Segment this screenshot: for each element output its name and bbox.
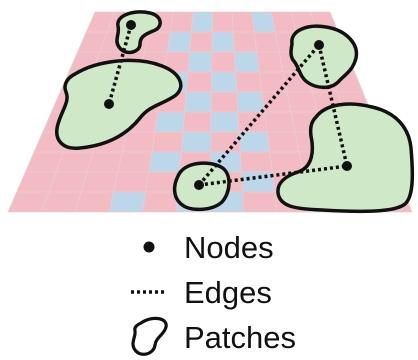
grid-cell [144, 31, 171, 53]
grid-cell [190, 11, 213, 33]
grid-cell [211, 51, 237, 73]
edge-center-to-right [198, 164, 348, 187]
grid-cell [242, 191, 278, 213]
grid-cell [121, 131, 156, 153]
node-right [342, 161, 352, 171]
grid-cell [142, 191, 179, 213]
grid-cell [80, 171, 119, 193]
grid-cell [169, 11, 194, 33]
node-left [104, 99, 114, 109]
edge-center-to-top-right [197, 43, 321, 187]
legend-item-patches: Patches [131, 316, 296, 356]
legend-item-nodes: Nodes [143, 230, 274, 265]
legend-patch-symbol [131, 316, 168, 356]
grid-cell [189, 31, 213, 53]
legend-node-symbol [143, 241, 155, 253]
edge-top-left-to-left [107, 24, 133, 105]
grid-cell [210, 91, 239, 113]
grid-cell [148, 151, 182, 173]
patch-top-right [289, 24, 359, 90]
grid-cell [261, 91, 292, 113]
grid-cell [269, 151, 304, 173]
grid-cell [256, 51, 284, 73]
grid-cell [151, 131, 184, 153]
grid-cell [237, 111, 268, 133]
grid-cell [211, 31, 235, 53]
grid-cell [74, 191, 114, 213]
grid-cell [264, 111, 296, 133]
node-center [194, 180, 204, 190]
grid-cell [154, 111, 186, 133]
grid-cell [185, 71, 213, 93]
grid-cell [117, 151, 153, 173]
grid-cell [235, 71, 263, 93]
node-top-left [126, 20, 136, 30]
legend-edges-label: Edges [184, 275, 272, 310]
grid-cell [266, 131, 300, 153]
grid-cell [113, 171, 150, 193]
grid-cell [231, 11, 255, 33]
grid-cell [210, 111, 240, 133]
edge-top-right-to-right [317, 44, 349, 167]
grid-cell [108, 191, 147, 213]
edges [107, 24, 349, 187]
grid-cell [166, 31, 192, 53]
grid-cell [187, 51, 213, 73]
node-top-right [314, 40, 324, 50]
grid-cell [180, 131, 212, 153]
grid-cell [41, 191, 82, 213]
grid-cell [240, 171, 276, 193]
grid-cell [211, 71, 238, 93]
legend-nodes-label: Nodes [184, 230, 274, 265]
legend: Nodes Edges Patches [131, 230, 296, 356]
grid-cell [236, 91, 265, 113]
grid-cell [182, 111, 212, 133]
grid-cell [211, 11, 234, 33]
patches [55, 10, 415, 214]
nodes [104, 20, 352, 190]
grid-cell [239, 151, 273, 173]
grid-cell [184, 91, 212, 113]
legend-patches-label: Patches [184, 320, 296, 355]
patch-left [55, 58, 183, 150]
grid-cell [232, 31, 258, 53]
grid-cell [86, 151, 123, 173]
grid-cell [233, 51, 260, 73]
legend-item-edges: Edges [131, 275, 272, 310]
